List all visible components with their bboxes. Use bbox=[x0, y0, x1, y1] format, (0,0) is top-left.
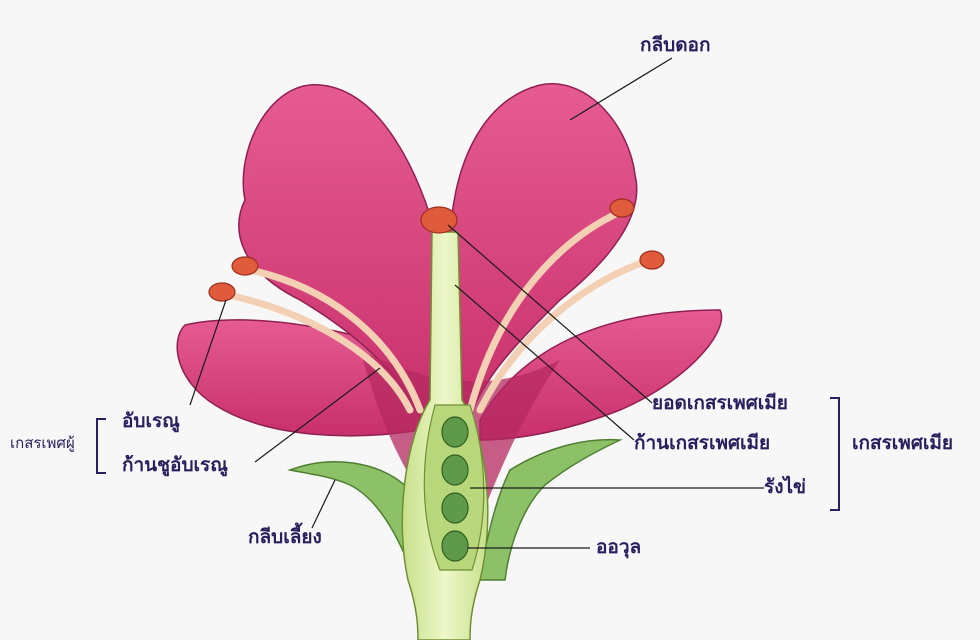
label-anther: อับเรณู bbox=[122, 412, 180, 431]
label-filament: ก้านชูอับเรณู bbox=[122, 456, 228, 475]
pistil-group-bracket bbox=[830, 397, 840, 511]
ovule-2 bbox=[442, 455, 468, 485]
ovule-1 bbox=[442, 417, 468, 447]
anther-2 bbox=[232, 257, 258, 275]
label-stamen-group: เกสรเพศผู้ bbox=[10, 436, 75, 451]
label-stigma: ยอดเกสรเพศเมีย bbox=[652, 394, 788, 413]
stamen-group-bracket bbox=[96, 418, 106, 474]
label-sepal: กลีบเลี้ยง bbox=[248, 528, 322, 547]
leader-petal bbox=[570, 58, 672, 120]
label-style: ก้านเกสรเพศเมีย bbox=[634, 434, 770, 453]
stigma bbox=[421, 207, 457, 233]
ovule-3 bbox=[442, 493, 468, 523]
label-ovary: รังไข่ bbox=[764, 478, 806, 497]
label-petal: กลีบดอก bbox=[640, 36, 710, 55]
label-ovule: ออวุล bbox=[596, 538, 641, 557]
anther-3 bbox=[610, 199, 634, 217]
ovule-4 bbox=[442, 531, 468, 561]
label-pistil-group: เกสรเพศเมีย bbox=[852, 434, 953, 453]
anther-4 bbox=[640, 251, 664, 269]
anther-1 bbox=[209, 283, 235, 301]
leader-sepal bbox=[312, 480, 335, 528]
